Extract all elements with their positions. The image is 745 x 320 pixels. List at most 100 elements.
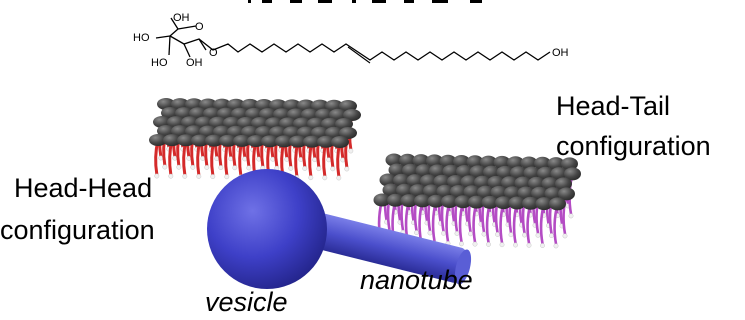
- lipid-head: [406, 174, 424, 188]
- lipid-head: [450, 185, 467, 198]
- lipid-head: [433, 174, 451, 188]
- cropped-heading-fragment: [248, 0, 482, 3]
- lipid-tail-end: [526, 242, 532, 248]
- lipid-head: [283, 99, 301, 112]
- lipid-head: [167, 116, 185, 129]
- lipid-head: [199, 125, 217, 138]
- lipid-head: [231, 107, 249, 120]
- lipid-head: [219, 134, 237, 147]
- lipid-head: [456, 165, 473, 178]
- lipid-head: [423, 184, 440, 198]
- lipid-tail-end: [481, 231, 487, 237]
- lipid-head: [550, 167, 568, 181]
- lipid-head: [325, 126, 343, 139]
- head-head-bilayer: [149, 98, 361, 181]
- lipid-head: [388, 163, 406, 177]
- lipid-head: [412, 154, 430, 168]
- lipid-head: [181, 116, 199, 129]
- lipid-head: [273, 108, 291, 121]
- lipid-tail-end: [441, 230, 446, 236]
- lipid-tail-end: [322, 175, 328, 181]
- atom-ho-left: HO: [133, 32, 150, 44]
- lipid-head: [504, 186, 521, 200]
- lipid-head: [297, 99, 315, 112]
- lipid-head: [311, 99, 329, 112]
- lipid-head: [269, 126, 287, 139]
- lipid-head: [199, 98, 217, 111]
- lipid-head: [414, 194, 431, 208]
- lipid-head: [177, 134, 195, 147]
- lipid-head: [477, 185, 494, 199]
- lipid-head: [480, 155, 497, 169]
- lipid-head: [283, 126, 301, 139]
- lipid-head: [508, 196, 526, 210]
- lipid-tail-end: [568, 213, 574, 219]
- lipid-tail-end: [154, 173, 160, 179]
- lipid-head: [463, 185, 481, 199]
- lipid-head: [237, 116, 255, 129]
- lipid-head: [510, 166, 527, 180]
- lipid-tail-end: [336, 175, 342, 181]
- lipid-tail-end: [196, 174, 202, 179]
- lipid-tail-end: [513, 242, 518, 248]
- lipid-tail-end: [204, 165, 210, 170]
- lipid-tail-end: [459, 241, 464, 247]
- lipid-tail-end: [553, 243, 559, 249]
- lipid-head: [161, 107, 179, 119]
- lipid-tail-end: [288, 165, 294, 171]
- lipid-tail-end: [348, 148, 354, 154]
- lipid-tail-end: [486, 241, 491, 247]
- lipid-tail-end: [246, 165, 252, 171]
- atom-oh-end: OH: [552, 47, 569, 59]
- lipid-head: [468, 195, 485, 209]
- lipid-head: [393, 173, 410, 187]
- lipid-head: [400, 194, 418, 208]
- nanotube-body: [296, 209, 467, 283]
- lipid-head: [195, 116, 213, 129]
- lipid-head: [339, 126, 357, 139]
- lipid-head: [442, 164, 460, 178]
- lipid-head: [259, 108, 277, 121]
- lipid-head: [474, 175, 491, 189]
- lipid-head: [255, 126, 273, 139]
- nanotube: [296, 209, 472, 285]
- lipid-head: [460, 175, 478, 189]
- lipid-head: [153, 116, 171, 128]
- vesicle-label: vesicle: [205, 287, 288, 317]
- lipid-head: [426, 154, 443, 168]
- nanotube-label: nanotube: [360, 265, 473, 295]
- lipid-tail-end: [508, 232, 514, 238]
- lipid-head: [329, 108, 347, 121]
- lipid-head: [490, 185, 508, 199]
- lipid-tail-end: [562, 233, 568, 239]
- lipid-head: [289, 135, 307, 148]
- lipid-head: [307, 117, 325, 130]
- lipid-tail-end: [168, 173, 174, 179]
- lipid-head: [415, 164, 433, 178]
- lipid-head: [185, 125, 203, 138]
- lipid-tail-end: [468, 231, 473, 237]
- lipid-tail-end: [210, 174, 216, 180]
- glycolipid-molecule: [155, 17, 551, 64]
- lipid-head: [205, 134, 223, 147]
- lipid-head: [251, 117, 269, 130]
- lipid-head: [495, 196, 512, 210]
- lipid-tail-end: [190, 164, 196, 170]
- atom-oh-bottom: OH: [186, 57, 203, 69]
- lipid-head: [402, 163, 419, 177]
- lipid-head: [466, 155, 484, 169]
- lipid-head: [558, 187, 575, 201]
- nanotube-end-cap: [454, 249, 472, 285]
- lipid-head: [163, 134, 181, 147]
- lipid-head: [311, 126, 329, 139]
- lipid-head: [531, 186, 548, 200]
- lipid-head: [429, 164, 446, 178]
- lipid-head: [303, 135, 321, 148]
- molecule-atom-labels: OH HO HO OH O O OH: [133, 12, 569, 69]
- lipid-head: [189, 107, 207, 120]
- lipid-head: [385, 153, 403, 167]
- lipid-head: [233, 134, 251, 147]
- lipid-head: [507, 156, 524, 170]
- atom-oh-top: OH: [173, 12, 190, 24]
